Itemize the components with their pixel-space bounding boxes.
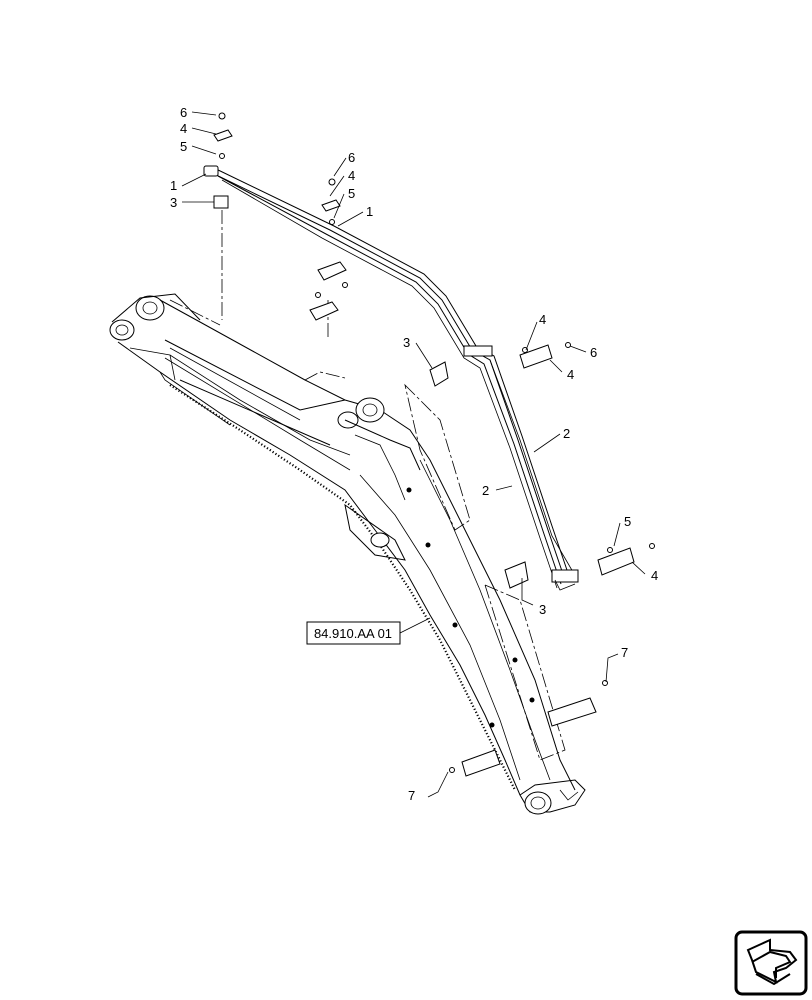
callout-4: 4 [539, 312, 546, 327]
callout-leaders [181, 111, 646, 798]
cross-reference-link[interactable]: 84.910.AA 01 [306, 621, 401, 645]
callout-1: 1 [366, 204, 373, 219]
clamp-parts [213, 112, 655, 777]
callout-3: 3 [539, 602, 546, 617]
callout-6: 6 [348, 150, 355, 165]
callout-5: 5 [624, 514, 631, 529]
callout-7: 7 [408, 788, 415, 803]
callout-5: 5 [180, 139, 187, 154]
callout-6: 6 [180, 105, 187, 120]
callout-4: 4 [180, 121, 187, 136]
callout-6: 6 [590, 345, 597, 360]
callout-labels: 6 4 5 1 3 6 4 5 1 3 4 6 4 2 2 5 4 3 7 7 [170, 105, 658, 803]
cross-reference-label[interactable]: 84.910.AA 01 [314, 626, 392, 641]
hydraulic-tubes [203, 165, 579, 591]
callout-4: 4 [567, 367, 574, 382]
callout-3: 3 [403, 335, 410, 350]
next-page-arrow-icon[interactable] [734, 930, 808, 996]
callout-3: 3 [170, 195, 177, 210]
alignment-lines [169, 210, 566, 761]
callout-7: 7 [621, 645, 628, 660]
callout-2: 2 [482, 483, 489, 498]
boom-assembly [109, 293, 586, 815]
callout-5: 5 [348, 186, 355, 201]
callout-4: 4 [651, 568, 658, 583]
callout-2: 2 [563, 426, 570, 441]
callout-4: 4 [348, 168, 355, 183]
callout-1: 1 [170, 178, 177, 193]
